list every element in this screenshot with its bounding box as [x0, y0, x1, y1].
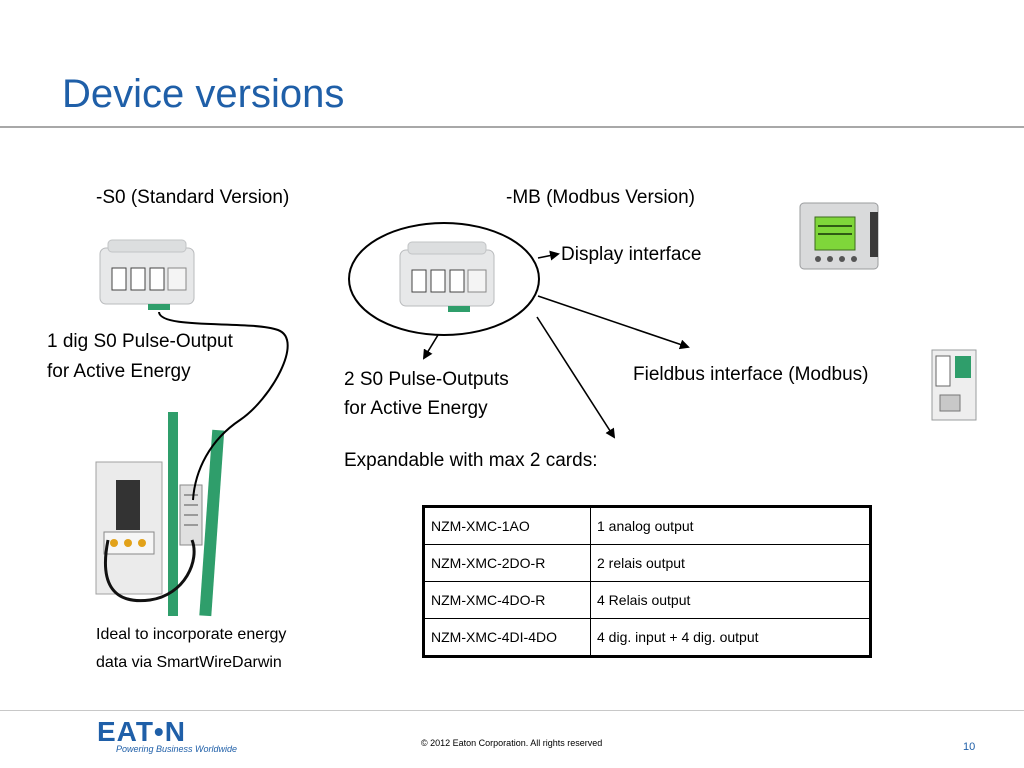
card-model-cell: NZM-XMC-1AO [423, 506, 591, 545]
card-description-cell: 2 relais output [590, 544, 871, 582]
standard-output-line2: for Active Energy [47, 361, 191, 382]
copyright-text: © 2012 Eaton Corporation. All rights res… [421, 738, 603, 748]
fieldbus-module-image [931, 349, 977, 421]
circuit-breaker-image [95, 412, 225, 617]
table-row: NZM-XMC-2DO-R 2 relais output [423, 544, 871, 582]
display-arrow [537, 250, 560, 261]
table-row: NZM-XMC-1AO 1 analog output [423, 506, 871, 545]
expansion-arrow [536, 316, 616, 439]
page-number: 10 [963, 741, 976, 753]
eaton-logo: EAT•N [97, 716, 186, 747]
table-row: NZM-XMC-4DI-4DO 4 dig. input + 4 dig. ou… [423, 618, 871, 657]
standard-version-label: -S0 (Standard Version) [96, 187, 290, 208]
smartwire-line2: data via SmartWireDarwin [96, 654, 282, 671]
fieldbus-arrow [537, 295, 690, 350]
modbus-outputs-line2: for Active Energy [344, 398, 488, 419]
smartwire-cable [158, 311, 289, 501]
standard-output-line1: 1 dig S0 Pulse-Output [47, 331, 233, 352]
modbus-highlight-ellipse [348, 222, 540, 336]
smartwire-line1: Ideal to incorporate energy [96, 626, 287, 643]
expandable-label: Expandable with max 2 cards: [344, 450, 598, 471]
card-model-cell: NZM-XMC-2DO-R [423, 544, 591, 582]
table-row: NZM-XMC-4DO-R 4 Relais output [423, 581, 871, 619]
modbus-version-label: -MB (Modbus Version) [506, 187, 696, 208]
card-model-cell: NZM-XMC-4DO-R [423, 581, 591, 619]
modbus-meter-image [399, 241, 495, 312]
display-interface-label: Display interface [561, 244, 702, 265]
footer-divider [0, 710, 1024, 711]
slide-title: Device versions [62, 72, 345, 116]
standard-meter-image [99, 239, 195, 310]
display-device-image [799, 202, 879, 270]
modbus-outputs-line1: 2 S0 Pulse-Outputs [344, 369, 509, 390]
card-description-cell: 1 analog output [590, 506, 871, 545]
pulse-output-arrow [422, 334, 439, 360]
title-divider [0, 126, 1024, 128]
card-description-cell: 4 dig. input + 4 dig. output [590, 618, 871, 657]
fieldbus-interface-label: Fieldbus interface (Modbus) [633, 364, 869, 385]
card-description-cell: 4 Relais output [590, 581, 871, 619]
expansion-cards-table: NZM-XMC-1AO 1 analog output NZM-XMC-2DO-… [422, 505, 872, 658]
card-model-cell: NZM-XMC-4DI-4DO [423, 618, 591, 657]
logo-tagline: Powering Business Worldwide [116, 744, 238, 754]
